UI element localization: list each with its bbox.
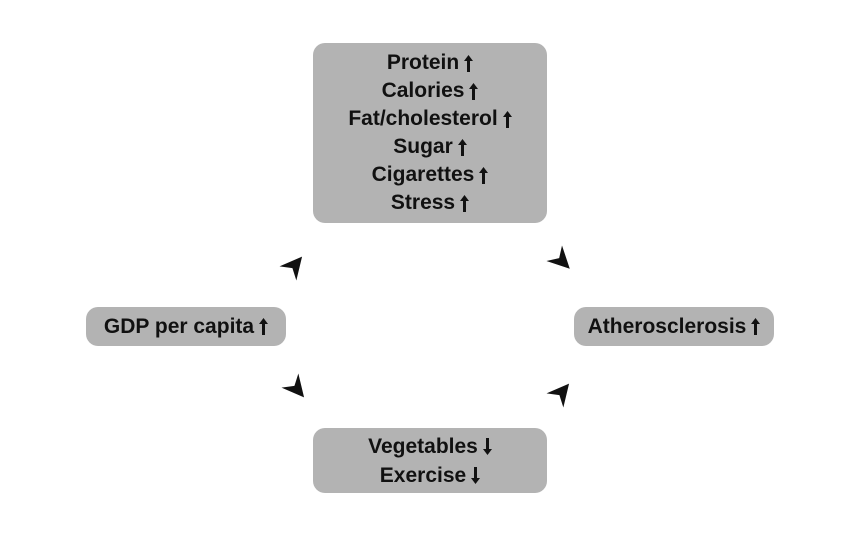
gdp-label: GDP per capita xyxy=(103,314,255,338)
protective-label: Exercise xyxy=(379,463,467,487)
chevron-arrow-icon xyxy=(281,373,305,398)
protective-label: Vegetables xyxy=(368,434,478,458)
up-arrow-icon xyxy=(460,194,470,212)
down-arrow-icon xyxy=(482,437,492,455)
factor-label: Sugar xyxy=(393,135,453,158)
up-arrow-icon xyxy=(469,82,479,100)
factor-row: Stress xyxy=(390,189,470,217)
up-arrow-icon xyxy=(751,318,761,335)
factor-row: Cigarettes xyxy=(372,161,489,189)
protective-box: Vegetables Exercise xyxy=(313,428,547,493)
factor-row: Fat/cholesterol xyxy=(348,105,512,133)
gdp-row: GDP per capita xyxy=(103,313,269,341)
protective-row: Vegetables xyxy=(368,432,492,461)
gdp-box: GDP per capita xyxy=(86,307,286,346)
factor-row: Sugar xyxy=(393,133,467,161)
atherosclerosis-row: Atherosclerosis xyxy=(588,313,761,341)
factor-label: Fat/cholesterol xyxy=(348,107,498,130)
atherosclerosis-box: Atherosclerosis xyxy=(574,307,774,346)
factors-box: Protein Calories Fat/cholesterol Sugar C… xyxy=(313,43,547,223)
factor-label: Calories xyxy=(381,79,465,102)
up-arrow-icon xyxy=(502,110,512,128)
factor-label: Stress xyxy=(390,191,456,214)
protective-row: Exercise xyxy=(379,461,481,490)
factor-label: Cigarettes xyxy=(371,163,475,186)
atherosclerosis-label: Atherosclerosis xyxy=(587,314,747,338)
chevron-arrow-icon xyxy=(546,245,570,269)
factor-label: Protein xyxy=(386,51,460,74)
up-arrow-icon xyxy=(457,138,467,156)
chevron-arrow-icon xyxy=(546,383,570,408)
up-arrow-icon xyxy=(479,166,489,184)
up-arrow-icon xyxy=(259,318,269,335)
up-arrow-icon xyxy=(464,54,474,72)
factor-row: Protein xyxy=(386,49,474,77)
down-arrow-icon xyxy=(471,466,481,484)
chevron-arrow-icon xyxy=(279,256,303,281)
factor-row: Calories xyxy=(382,77,479,105)
